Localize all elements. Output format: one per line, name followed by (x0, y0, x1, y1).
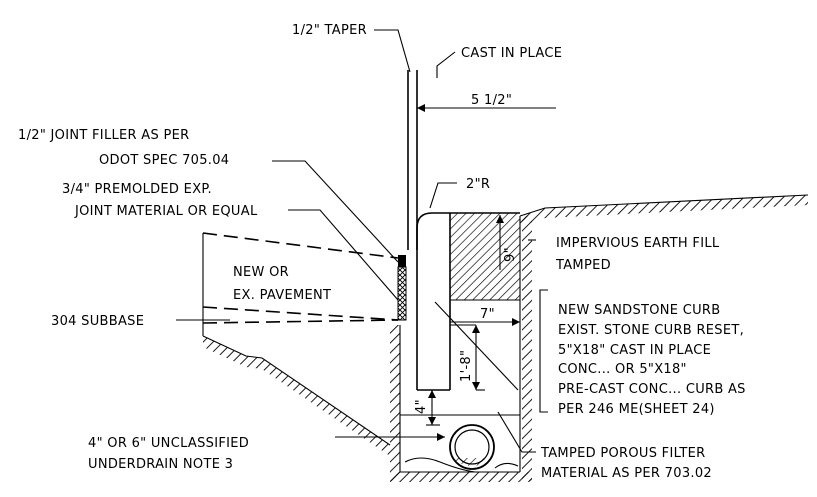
label-curb-2: EXIST. STONE CURB RESET, (558, 323, 744, 338)
trench-bottom (390, 471, 532, 482)
label-joint-filler-1: 1/2" JOINT FILLER AS PER (18, 128, 189, 143)
label-width-dim: 5 1/2" (471, 93, 512, 108)
label-premolded-1: 3/4" PREMOLDED EXP. (62, 182, 212, 197)
trench-wall-left (390, 325, 401, 481)
label-underdrain-2: UNDERDRAIN NOTE 3 (88, 457, 233, 472)
label-cast-in-place: CAST IN PLACE (461, 46, 562, 61)
label-dim-4: 4" (414, 399, 429, 414)
label-taper: 1/2" TAPER (292, 23, 367, 38)
dimension-width (417, 104, 556, 112)
label-curb-1: NEW SANDSTONE CURB (558, 303, 721, 318)
label-subbase: 304 SUBBASE (51, 314, 144, 329)
label-curb-6: PER 246 ME(SHEET 24) (558, 402, 715, 417)
dimension-1-8 (450, 324, 485, 391)
impervious-earth-fill (450, 213, 520, 300)
label-dim-1-8: 1'-8" (459, 350, 474, 382)
label-impervious-1: IMPERVIOUS EARTH FILL (556, 236, 720, 251)
trench-wall-right (519, 216, 532, 481)
dimension-4 (426, 390, 440, 426)
dimension-9 (496, 215, 504, 270)
ground-surface-right (519, 194, 809, 226)
label-premolded-2: JOINT MATERIAL OR EQUAL (74, 204, 258, 219)
label-radius: 2"R (466, 177, 490, 192)
underdrain-pipe (449, 424, 495, 470)
label-filter-2: MATERIAL AS PER 703.02 (541, 466, 712, 481)
label-joint-filler-2: ODOT SPEC 705.04 (99, 153, 229, 168)
label-dim-9: 9" (503, 247, 518, 262)
label-curb-5: PRE-CAST CONC... CURB AS (558, 382, 746, 397)
label-pavement-2: EX. PAVEMENT (233, 288, 331, 303)
leader-lines (176, 29, 548, 453)
pavement-lines (202, 232, 399, 336)
label-pavement-1: NEW OR (233, 265, 289, 280)
joint-filler (398, 255, 406, 267)
label-curb-4: CONC... OR 5"X18" (558, 362, 687, 377)
filter-gravel (404, 457, 519, 473)
label-filter-1: TAMPED POROUS FILTER (540, 446, 705, 461)
label-underdrain-1: 4" OR 6" UNCLASSIFIED (88, 436, 249, 451)
ground-slope-left (202, 335, 391, 456)
dimension-7 (450, 318, 520, 326)
label-impervious-2: TAMPED (555, 258, 611, 273)
label-dim-7: 7" (480, 307, 495, 322)
label-curb-3: 5"X18" CAST IN PLACE (558, 343, 711, 358)
premolded-joint (397, 266, 407, 321)
